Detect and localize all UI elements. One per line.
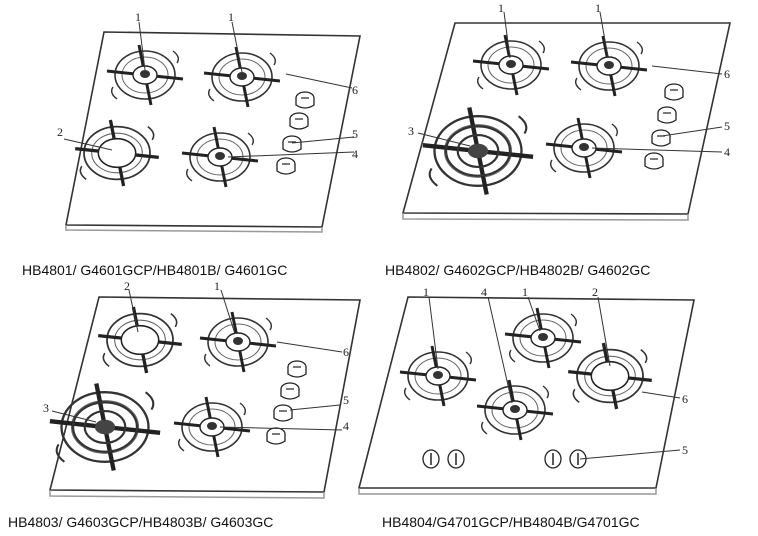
callout-label: 1 bbox=[522, 285, 528, 299]
control-knob bbox=[644, 152, 664, 170]
control-knob bbox=[447, 449, 465, 469]
callout-label: 1 bbox=[595, 1, 601, 15]
model-caption-4: HB4804/G4701GCP/HB4804B/G4701GC bbox=[382, 514, 640, 530]
callout-label: 1 bbox=[228, 10, 234, 24]
control-knob bbox=[273, 404, 293, 422]
callout-label: 4 bbox=[481, 285, 487, 299]
model-caption-2: HB4802/ G4602GCP/HB4802B/ G4602GC bbox=[385, 262, 651, 278]
callout-label: 4 bbox=[352, 147, 358, 161]
control-knob bbox=[276, 157, 296, 175]
callout-label: 2 bbox=[592, 285, 598, 299]
hob-diagram-1: 1 1 2 6 5 4 bbox=[57, 10, 361, 233]
callout-label: 4 bbox=[343, 419, 349, 433]
control-knob bbox=[287, 360, 307, 378]
callout-label: 2 bbox=[124, 279, 130, 293]
control-knob bbox=[282, 135, 302, 153]
callout-label: 5 bbox=[682, 443, 688, 457]
model-caption-1: HB4801/ G4601GCP/HB4801B/ G4601GC bbox=[22, 262, 288, 278]
control-knob bbox=[544, 449, 562, 469]
callout-label: 5 bbox=[343, 393, 349, 407]
control-knob bbox=[651, 129, 671, 147]
control-knob bbox=[657, 106, 677, 124]
control-knob bbox=[266, 427, 286, 445]
callout-label: 1 bbox=[423, 285, 429, 299]
model-caption-3: HB4803/ G4603GCP/HB4803B/ G4603GC bbox=[8, 514, 274, 530]
control-knob bbox=[422, 449, 440, 469]
hob-plate bbox=[401, 22, 731, 215]
control-knob bbox=[664, 83, 684, 101]
hob-diagram-3: 2 1 3 6 5 4 bbox=[43, 279, 361, 499]
control-knob bbox=[295, 91, 315, 109]
callout-label: 1 bbox=[214, 279, 220, 293]
callout-label: 2 bbox=[57, 125, 63, 139]
control-knob bbox=[280, 382, 300, 400]
control-knob bbox=[289, 112, 309, 130]
callout-label: 5 bbox=[352, 127, 358, 141]
callout-label: 1 bbox=[135, 10, 141, 24]
callout-label: 6 bbox=[682, 392, 688, 406]
callout-label: 6 bbox=[724, 67, 730, 81]
callout-label: 5 bbox=[724, 119, 730, 133]
callout-label: 1 bbox=[498, 1, 504, 15]
callout-label: 3 bbox=[408, 124, 414, 138]
hob-diagram-2: 1 1 3 6 5 4 bbox=[401, 1, 731, 221]
callout-label: 6 bbox=[352, 83, 358, 97]
hob-diagram-4: 1 4 1 2 6 5 bbox=[357, 285, 695, 495]
callout-label: 4 bbox=[724, 145, 730, 159]
callout-label: 6 bbox=[343, 345, 349, 359]
callout-label: 3 bbox=[43, 401, 49, 415]
